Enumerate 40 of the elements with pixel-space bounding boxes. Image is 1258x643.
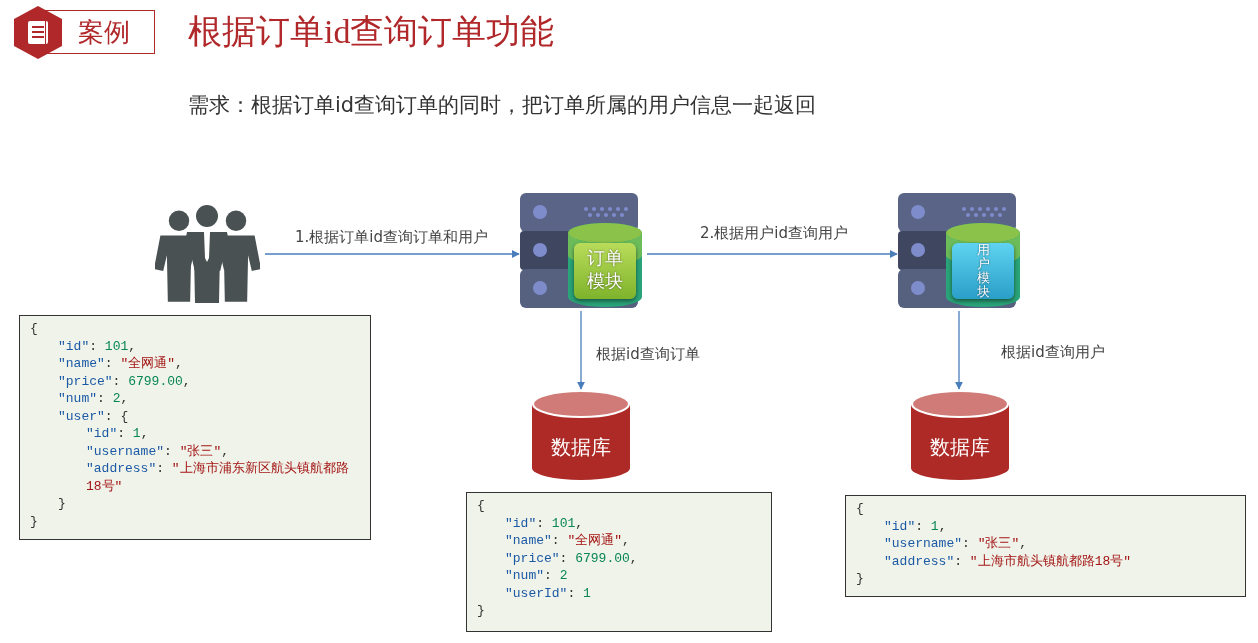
- requirement-text: 需求：根据订单id查询订单的同时，把订单所属的用户信息一起返回: [188, 92, 817, 119]
- code-line: "id": 101,: [504, 514, 585, 532]
- module-label: 订单模块: [586, 247, 624, 292]
- code-line: "name": "全网通",: [504, 532, 631, 550]
- code-line: }: [30, 512, 39, 530]
- code-line: "id": 1,: [85, 425, 150, 443]
- code-block: [466, 492, 772, 632]
- arrow: [264, 250, 520, 258]
- code-line: }: [477, 602, 486, 620]
- code-line: {: [477, 497, 486, 515]
- code-line: "userId": 1: [504, 584, 592, 602]
- code-line: }: [57, 495, 67, 513]
- code-line: {: [30, 320, 39, 338]
- arrow: [646, 250, 898, 258]
- code-line: "username": "张三",: [883, 535, 1029, 553]
- code-line: "price": 6799.00,: [57, 372, 192, 390]
- code-line: "price": 6799.00,: [504, 549, 639, 567]
- code-line: "user": {: [57, 407, 130, 425]
- database-cylinder: [532, 390, 630, 480]
- code-line: "address": "上海市航头镇航都路18号": [883, 552, 1133, 570]
- code-line: "num": 2,: [57, 390, 130, 408]
- database-label: 数据库: [550, 434, 612, 461]
- code-block: [19, 315, 371, 540]
- module-label: 用户模块: [976, 243, 990, 299]
- code-block: [845, 495, 1246, 597]
- database-cylinder: [911, 390, 1009, 480]
- code-line: }: [856, 570, 865, 588]
- code-line: "num": 2: [504, 567, 569, 585]
- code-line: "id": 1,: [883, 517, 948, 535]
- case-tag: [45, 10, 155, 54]
- tag-label: 案例: [78, 16, 130, 49]
- code-line: "id": 101,: [57, 337, 138, 355]
- code-line: {: [856, 500, 865, 518]
- database-label: 数据库: [929, 434, 991, 461]
- code-line: "name": "全网通",: [57, 355, 184, 373]
- page-title: 根据订单id查询订单功能: [188, 12, 555, 52]
- code-line: "username": "张三",: [85, 442, 231, 460]
- code-line: "address": "上海市浦东新区航头镇航都路18号": [85, 460, 350, 495]
- arrow: [577, 310, 585, 390]
- arrow: [955, 310, 963, 390]
